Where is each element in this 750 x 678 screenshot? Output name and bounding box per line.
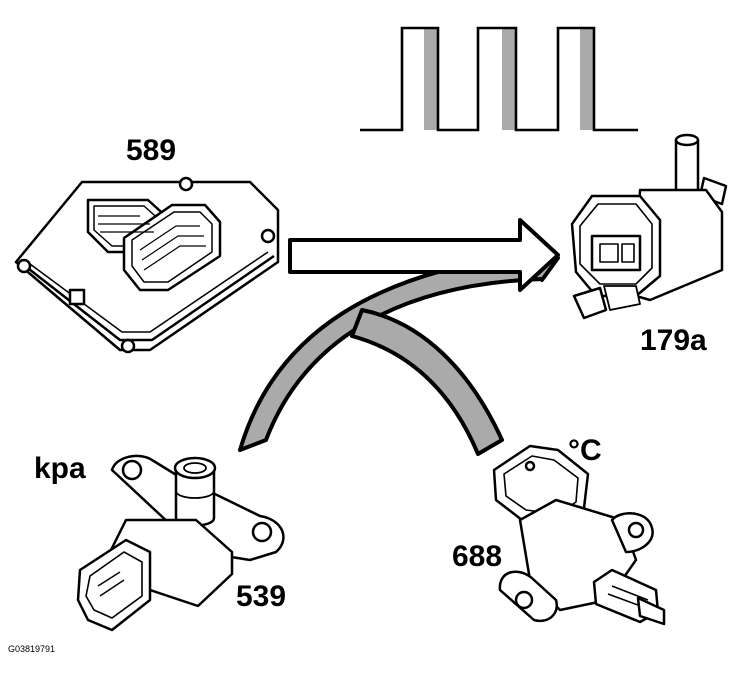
engine-control-module-icon <box>14 176 280 354</box>
pressure-sensor-label: 539 <box>236 580 286 613</box>
signal-flow-arrows <box>238 250 560 456</box>
pwm-signal-icon <box>360 26 638 132</box>
valve-label: 179a <box>640 324 707 357</box>
temperature-sensor-icon <box>492 444 666 626</box>
pressure-sensor-icon <box>76 454 285 632</box>
ecu-label: 589 <box>126 134 176 167</box>
temp-sensor-label: 688 <box>452 540 502 573</box>
figure-id: G03819791 <box>8 644 55 654</box>
solenoid-valve-icon <box>570 133 728 320</box>
ecu-to-valve-arrow <box>288 218 560 292</box>
temp-unit-label: °C <box>568 434 602 467</box>
pressure-unit-label: kpa <box>34 452 86 485</box>
